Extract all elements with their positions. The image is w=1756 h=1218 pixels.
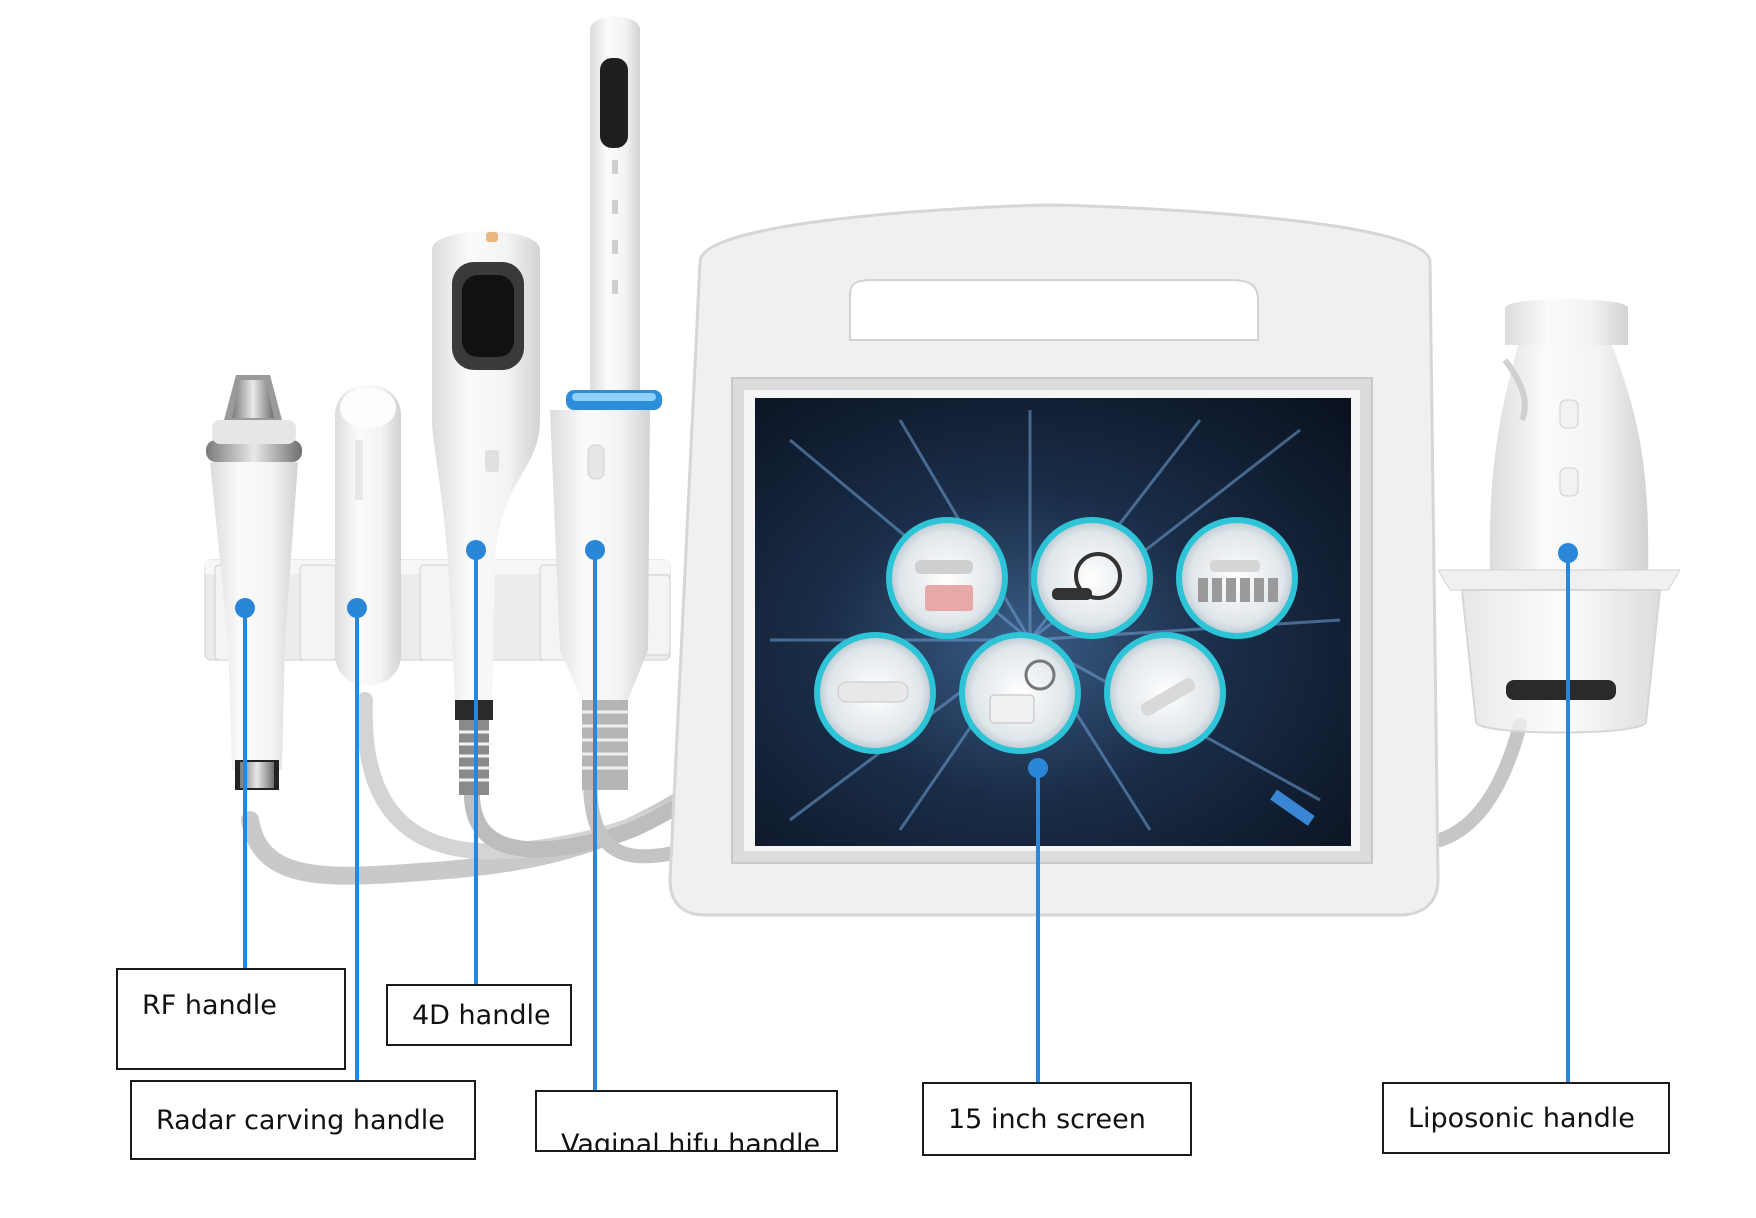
callout-rf-handle: RF handle <box>116 968 346 1070</box>
leader-15-inch-screen <box>1036 768 1040 1086</box>
rf-handle-icon <box>814 632 936 754</box>
hifu-handle-icon <box>886 517 1008 639</box>
callout-label: Liposonic handle <box>1408 1102 1635 1134</box>
anchor-dot-radar-carving-handle <box>347 598 367 618</box>
rf-handle-device <box>206 375 302 790</box>
callout-label: Vaginal hifu handle <box>561 1129 821 1152</box>
leader-vaginal-hifu-handle <box>593 550 597 1090</box>
radar-handle-icon <box>1104 632 1226 754</box>
liposonic-head-icon <box>959 632 1081 754</box>
leader-radar-carving-handle <box>355 608 359 1083</box>
callout-radar-carving-handle: Radar carving handle <box>130 1080 476 1160</box>
vaginal-hifu-handle-device <box>550 16 662 790</box>
callout-4d-handle: 4D handle <box>386 984 572 1046</box>
callout-liposonic-handle: Liposonic handle <box>1382 1082 1670 1154</box>
leader-4d-handle <box>474 550 478 986</box>
callout-vaginal-hifu-handle: Vaginal hifu handle <box>535 1090 838 1152</box>
vaginal-probe-icon <box>1031 517 1153 639</box>
radar-carving-handle-device <box>335 385 401 685</box>
callout-label: Radar carving handle <box>156 1104 445 1136</box>
leader-liposonic-handle <box>1566 553 1570 1086</box>
screen-icon-menu <box>814 517 1298 754</box>
fourd-handle-device <box>432 231 540 795</box>
callout-15-inch-screen: 15 inch screen <box>922 1082 1192 1156</box>
anchor-dot-4d-handle <box>466 540 486 560</box>
callout-label: 4D handle <box>412 999 551 1031</box>
leader-rf-handle <box>243 608 247 970</box>
anchor-dot-vaginal-hifu-handle <box>585 540 605 560</box>
liposonic-handle-device <box>1437 299 1681 734</box>
anchor-dot-liposonic-handle <box>1558 543 1578 563</box>
callout-label: 15 inch screen <box>948 1103 1146 1135</box>
callout-label: RF handle <box>142 990 277 1021</box>
anchor-dot-15-inch-screen <box>1028 758 1048 778</box>
cartridges-icon <box>1176 517 1298 639</box>
anchor-dot-rf-handle <box>235 598 255 618</box>
